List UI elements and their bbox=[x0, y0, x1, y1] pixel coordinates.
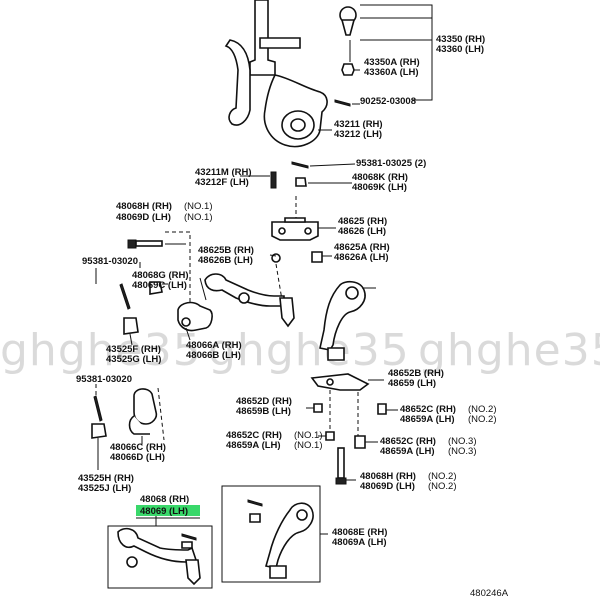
label-48069d-lh-no2: 48069D (LH) bbox=[360, 481, 415, 492]
label-43525h-rh: 43525H (RH) bbox=[78, 473, 134, 484]
nut-icon-7 bbox=[181, 541, 193, 549]
label-43211-rh: 43211 (RH) bbox=[334, 119, 383, 130]
nut-icon bbox=[295, 177, 307, 187]
label-43525f-rh: 43525F (RH) bbox=[106, 344, 161, 355]
ball-joint-top-icon bbox=[339, 6, 357, 76]
label-48652c-rh-no3: 48652C (RH) bbox=[380, 436, 436, 447]
label-48625b-rh: 48625B (RH) bbox=[198, 245, 254, 256]
nut-icon-5 bbox=[325, 431, 335, 441]
lower-arm-bushing-2 bbox=[128, 388, 158, 435]
label-48659a-lh-no1: 48659A (LH) bbox=[226, 440, 281, 451]
watermark-3: ghghe35 bbox=[418, 325, 600, 376]
stud-icon-3 bbox=[93, 395, 103, 422]
label-48069-lh: 48069 (LH) bbox=[140, 506, 188, 517]
label-43525j-lh: 43525J (LH) bbox=[78, 483, 131, 494]
steering-knuckle-assembly bbox=[224, 0, 328, 148]
label-48652c-rh-no1: 48652C (RH) bbox=[226, 430, 282, 441]
label-43211m-rh: 43211M (RH) bbox=[195, 167, 252, 178]
label-48659b-lh: 48659B (LH) bbox=[236, 406, 291, 417]
label-48066a-rh: 48066A (RH) bbox=[186, 340, 242, 351]
label-48652d-rh: 48652D (RH) bbox=[236, 396, 292, 407]
nut-icon-6 bbox=[249, 513, 261, 523]
label-48069c-lh: 48069C (LH) bbox=[132, 280, 187, 291]
label-48068h-rh-no2: 48068H (RH) bbox=[360, 471, 416, 482]
nut-icon-3 bbox=[149, 281, 163, 295]
label-48068g-rh: 48068G (RH) bbox=[132, 270, 189, 281]
label-48069d-lh-no1: 48069D (LH) bbox=[116, 212, 171, 223]
label-48068k-rh: 48068K (RH) bbox=[352, 172, 408, 183]
label-48069d-lh-no1-suffix: (NO.1) bbox=[184, 212, 213, 223]
cotter-pin-icon-2 bbox=[247, 499, 263, 507]
label-48652c-rh-no3-suffix: (NO.3) bbox=[448, 436, 477, 447]
label-48066b-lh: 48066B (LH) bbox=[186, 350, 241, 361]
steering-arm-right bbox=[319, 280, 366, 361]
label-48652c-rh-no2-suffix: (NO.2) bbox=[468, 404, 497, 415]
part-labels: 43350 (RH) 43360 (LH) 43350A (RH) 43360A… bbox=[76, 34, 509, 599]
label-48068h-rh-no1: 48068H (RH) bbox=[116, 201, 172, 212]
label-48626-lh: 48626 (LH) bbox=[338, 226, 386, 237]
label-95381-03025: 95381-03025 (2) bbox=[356, 158, 426, 169]
label-48659-lh: 48659 (LH) bbox=[388, 378, 436, 389]
label-48069d-lh-no2-suffix: (NO.2) bbox=[428, 481, 457, 492]
label-48066d-lh: 48066D (LH) bbox=[110, 452, 165, 463]
label-43212-lh: 43212 (LH) bbox=[334, 129, 382, 140]
label-48066c-rh: 48066C (RH) bbox=[110, 442, 166, 453]
inset-box-left bbox=[107, 525, 213, 589]
nut-icon-4 bbox=[313, 403, 323, 413]
label-48068h-rh-no2-suffix: (NO.2) bbox=[428, 471, 457, 482]
label-48625a-rh: 48625A (RH) bbox=[334, 242, 390, 253]
stabilizer-link-plate bbox=[310, 373, 370, 391]
bolt-icon-2 bbox=[377, 403, 387, 415]
suspension-bracket bbox=[271, 217, 319, 241]
label-48626a-lh: 48626A (LH) bbox=[334, 252, 389, 263]
label-48626b-lh: 48626B (LH) bbox=[198, 255, 253, 266]
label-48659a-lh-no3: 48659A (LH) bbox=[380, 446, 435, 457]
label-48069a-lh: 48069A (LH) bbox=[332, 537, 387, 548]
screw-icon bbox=[291, 161, 309, 169]
steering-arm-inset bbox=[264, 502, 314, 579]
bolt-icon bbox=[127, 239, 163, 249]
bushing-icon-2 bbox=[91, 423, 107, 439]
label-43525g-lh: 43525G (LH) bbox=[106, 354, 161, 365]
label-43350a-rh: 43350A (RH) bbox=[364, 57, 420, 68]
long-bolt-icon bbox=[335, 447, 347, 485]
label-95381-03020-b: 95381-03020 bbox=[76, 374, 132, 385]
label-48659a-lh-no2: 48659A (LH) bbox=[400, 414, 455, 425]
highlight-48069-lh bbox=[136, 505, 200, 516]
label-48652c-rh-no1-suffix: (NO.1) bbox=[294, 430, 323, 441]
label-95381-03020-a: 95381-03020 bbox=[82, 256, 138, 267]
lower-arm-inset bbox=[117, 527, 201, 586]
label-48652c-rh-no2: 48652C (RH) bbox=[400, 404, 456, 415]
stud-icon bbox=[270, 171, 277, 189]
label-48652b-rh: 48652B (RH) bbox=[388, 368, 444, 379]
watermark-1: ghghe35 bbox=[0, 325, 202, 376]
label-48659a-lh-no2-suffix: (NO.2) bbox=[468, 414, 497, 425]
label-43212f-lh: 43212F (LH) bbox=[195, 177, 249, 188]
stud-icon-2 bbox=[119, 283, 131, 310]
label-48659a-lh-no3-suffix: (NO.3) bbox=[448, 446, 477, 457]
lower-arm-left bbox=[204, 273, 295, 328]
label-48068-rh: 48068 (RH) bbox=[140, 494, 189, 505]
label-48068e-rh: 48068E (RH) bbox=[332, 527, 387, 538]
bracket-top-right bbox=[360, 4, 433, 101]
label-43360-lh: 43360 (LH) bbox=[436, 44, 484, 55]
label-48625-rh: 48625 (RH) bbox=[338, 216, 387, 227]
label-90252-03008: 90252-03008 bbox=[360, 96, 416, 107]
label-43360a-lh: 43360A (LH) bbox=[364, 67, 419, 78]
bushing-icon bbox=[123, 317, 139, 335]
nut-icon-2 bbox=[311, 251, 323, 263]
bolt-icon-3 bbox=[354, 435, 366, 449]
watermark-2: ghghe35 bbox=[208, 325, 410, 376]
label-48068h-rh-no1-suffix: (NO.1) bbox=[184, 201, 213, 212]
cotter-pin-icon bbox=[334, 99, 351, 107]
label-43350-rh: 43350 (RH) bbox=[436, 34, 485, 45]
lower-arm-bushing-assembly bbox=[177, 301, 213, 332]
diagram-code: 480246A bbox=[470, 588, 509, 599]
label-48069k-lh: 48069K (LH) bbox=[352, 182, 407, 193]
label-48659a-lh-no1-suffix: (NO.1) bbox=[294, 440, 323, 451]
cotter-pin-icon-3 bbox=[181, 533, 197, 541]
